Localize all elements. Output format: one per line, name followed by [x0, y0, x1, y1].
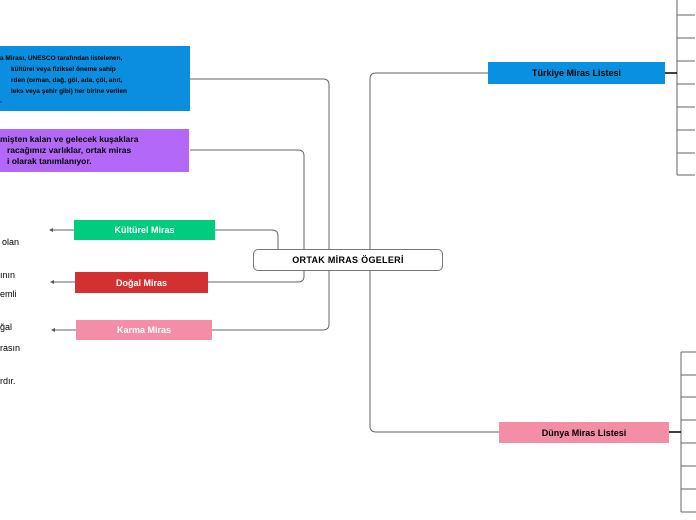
- unesco-note-line: a Mirası, UNESCO tarafından listelenen,: [0, 55, 123, 62]
- dogal-note-line: emli: [0, 288, 17, 299]
- kulturel-note-line: olan: [2, 236, 20, 247]
- turkey-list-node[interactable]: Türkiye Miras Listesi: [488, 62, 665, 84]
- heritage-definition-note[interactable]: mişten kalan ve gelecek kuşaklara racağı…: [0, 129, 189, 172]
- unesco-note-line: leks veya şehir gibi) her birine verilen: [11, 88, 127, 95]
- central-node-label: ORTAK MİRAS ÖGELERİ: [292, 255, 404, 265]
- dogal-miras-label: Doğal Miras: [115, 277, 167, 288]
- unesco-note-line: rden (orman, dağ, göl, ada, çöl, anıt,: [11, 77, 123, 84]
- turkey-list-label: Türkiye Miras Listesi: [531, 68, 622, 78]
- kulturel-miras-note: olan ının: [0, 214, 24, 293]
- connector-central-world: [369, 270, 499, 433]
- unesco-note-line: ,: [0, 97, 2, 104]
- kulturel-miras-node[interactable]: Kültürel Miras: [74, 220, 215, 240]
- karma-miras-note: rasın rdır.: [0, 320, 24, 399]
- connector-central-dogal: [208, 259, 305, 283]
- dogal-miras-node[interactable]: Doğal Miras: [75, 272, 208, 293]
- connector-world-ticks: [681, 351, 696, 513]
- connector-central-kulturel: [215, 229, 279, 261]
- arrowhead-dogal: [50, 280, 54, 284]
- world-list-label: Dünya Miras Listesi: [541, 427, 627, 438]
- definition-note-line: i olarak tanımlanıyor.: [7, 156, 92, 166]
- karma-miras-label: Karma Miras: [116, 325, 172, 335]
- connector-central-turkey: [369, 72, 488, 250]
- karma-miras-node[interactable]: Karma Miras: [76, 320, 212, 340]
- dogal-miras-note: emli ğal: [0, 266, 24, 345]
- kulturel-note-line: ının: [0, 270, 16, 281]
- central-node[interactable]: ORTAK MİRAS ÖGELERİ: [253, 249, 443, 271]
- world-list-node[interactable]: Dünya Miras Listesi: [499, 422, 669, 443]
- dogal-note-line: ğal: [0, 322, 13, 333]
- arrowhead-karma: [51, 328, 55, 332]
- connector-turkey-ticks: [677, 14, 695, 176]
- definition-note-line: mişten kalan ve gelecek kuşaklara: [0, 134, 139, 144]
- kulturel-miras-label: Kültürel Miras: [114, 225, 175, 235]
- connector-central-karma: [212, 259, 330, 331]
- connector-central-purple: [190, 149, 305, 261]
- connector-turkey-list: [665, 0, 678, 175]
- unesco-note[interactable]: a Mirası, UNESCO tarafından listelenen, …: [0, 46, 190, 111]
- arrowhead-kulturel: [49, 228, 53, 232]
- karma-note-line: rdır.: [0, 376, 16, 387]
- unesco-note-line: kültürel veya fiziksel öneme sahip: [11, 66, 116, 73]
- definition-note-line: racağımız varlıklar, ortak miras: [7, 145, 132, 155]
- karma-note-line: rasın: [0, 342, 21, 353]
